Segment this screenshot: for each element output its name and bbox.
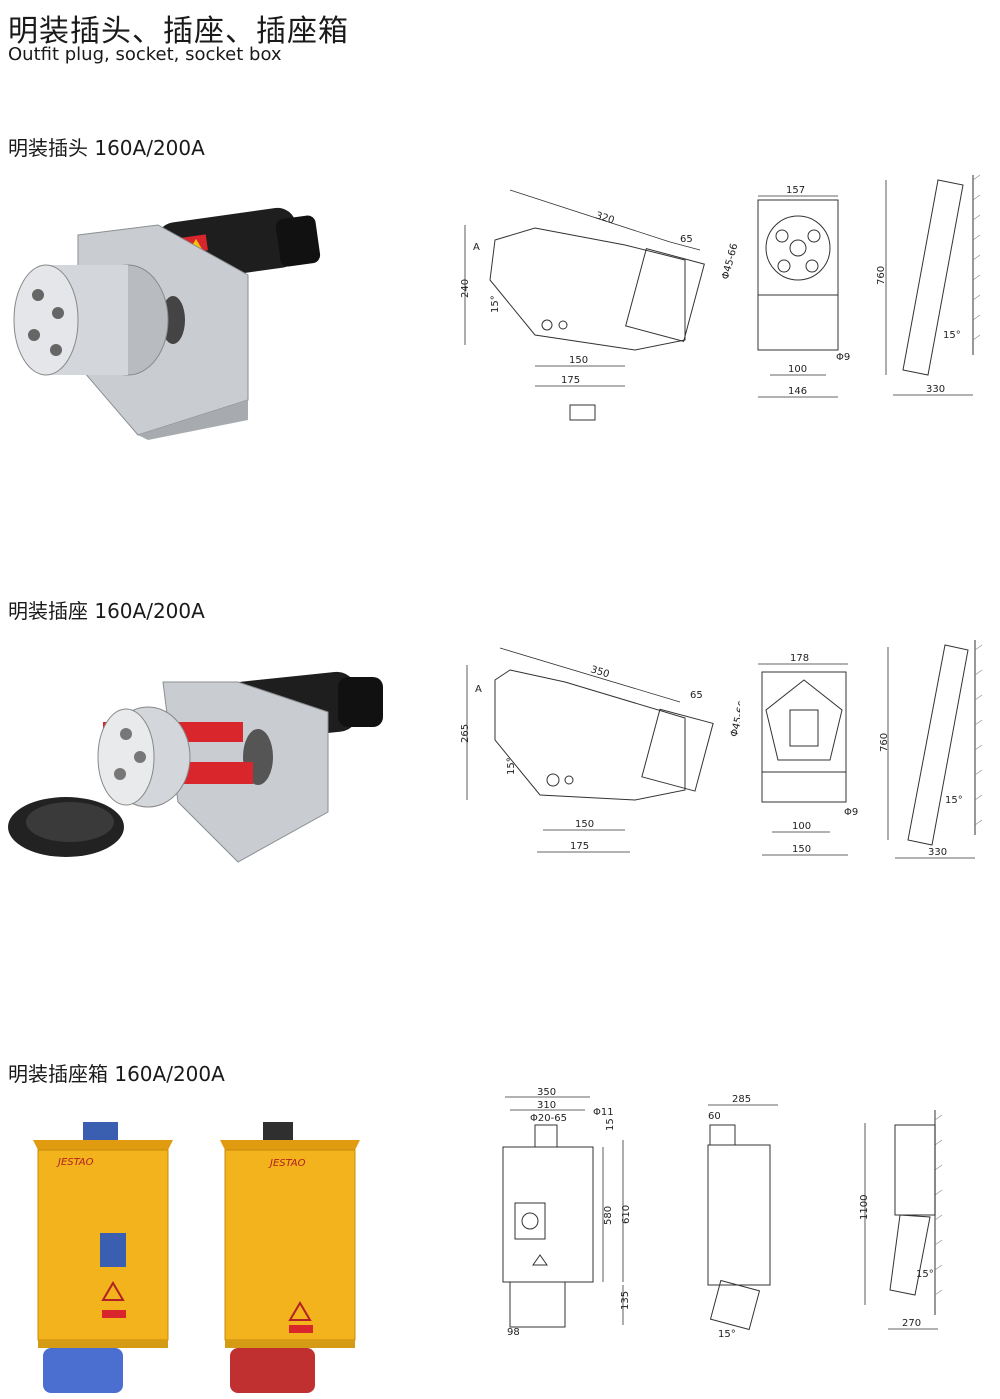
dim-label: Φ20-65 [530,1113,567,1124]
dim-label: 310 [537,1100,556,1111]
dim-label: Φ9 [836,352,850,363]
dim-label: 15 [605,1118,616,1131]
dim-label: 98 [507,1327,520,1338]
socket-box-mount-drawing: 1100 15° 270 [859,1110,943,1330]
dim-label: 270 [902,1318,921,1329]
dim-label: Φ11 [593,1107,614,1118]
dim-label: 240 [460,279,471,298]
section-title-socket: 明装插座 160A/200A [8,599,205,623]
page-subtitle: Outfit plug, socket, socket box [8,44,282,65]
dim-label: 65 [680,234,693,245]
dim-label: A [473,242,480,253]
socket-box-side-drawing: 285 60 15° [707,1094,778,1340]
dim-label: 60 [708,1111,721,1122]
socket-side-drawing: 350 65 265 15° A Φ45-66 150 175 [460,647,740,853]
dim-label: 146 [788,386,807,397]
dim-label: 350 [589,664,610,680]
socket-front-drawing: 178 100 150 Φ9 [758,653,858,856]
section-title-plug: 明装插头 160A/200A [8,136,205,160]
dim-label: 760 [876,266,887,285]
dim-label: 157 [786,185,805,196]
dim-label: 265 [460,724,471,743]
dim-label: 175 [561,375,580,386]
brand-logo: JESTAO [268,1158,306,1169]
plug-side-drawing: 320 65 240 15° A Φ45-66 150 175 [460,189,740,421]
plug-front-drawing: 157 100 146 Φ9 [757,185,850,398]
dim-label: 100 [788,364,807,375]
socket-photo [8,671,383,863]
dim-label: 330 [928,847,947,858]
dim-label: 175 [570,841,589,852]
dim-label: 15° [943,330,961,341]
page-title: 明装插头、插座、插座箱 [8,14,349,49]
dim-label: 150 [792,844,811,855]
dim-label: 178 [790,653,809,664]
dim-label: 610 [621,1205,632,1224]
socket-mount-drawing: 760 15° 330 [879,640,983,859]
dim-label: 15° [945,795,963,806]
socket-box-photo-1: JESTAO [33,1122,173,1393]
dim-label: Φ45-66 [720,242,740,281]
dim-label: 150 [575,819,594,830]
dim-label: 1100 [859,1195,870,1220]
dim-label: 15° [490,295,501,313]
brand-logo: JESTAO [56,1157,94,1168]
dim-label: 330 [926,384,945,395]
dim-label: 100 [792,821,811,832]
dim-label: 760 [879,733,890,752]
dim-label: 15° [916,1269,934,1280]
dim-label: 65 [690,690,703,701]
dim-label: 15° [718,1329,736,1340]
dim-label: Φ9 [844,807,858,818]
dim-label: 350 [537,1087,556,1098]
dim-label: Φ45-66 [729,700,740,739]
dim-label: 285 [732,1094,751,1105]
dim-label: 580 [603,1206,614,1225]
dim-label: A [475,684,482,695]
dim-label: 320 [594,210,615,226]
section-title-socket-box: 明装插座箱 160A/200A [8,1062,225,1086]
plug-photo [13,207,321,440]
dim-label: 15° [506,757,517,775]
socket-box-front-drawing: 350 310 Φ20-65 Φ11 15 580 610 135 98 [502,1087,632,1338]
socket-box-photo-2: JESTAO [220,1122,360,1393]
plug-mount-drawing: 760 15° 330 [876,174,981,396]
dim-label: 150 [569,355,588,366]
dim-label: 135 [620,1291,631,1310]
